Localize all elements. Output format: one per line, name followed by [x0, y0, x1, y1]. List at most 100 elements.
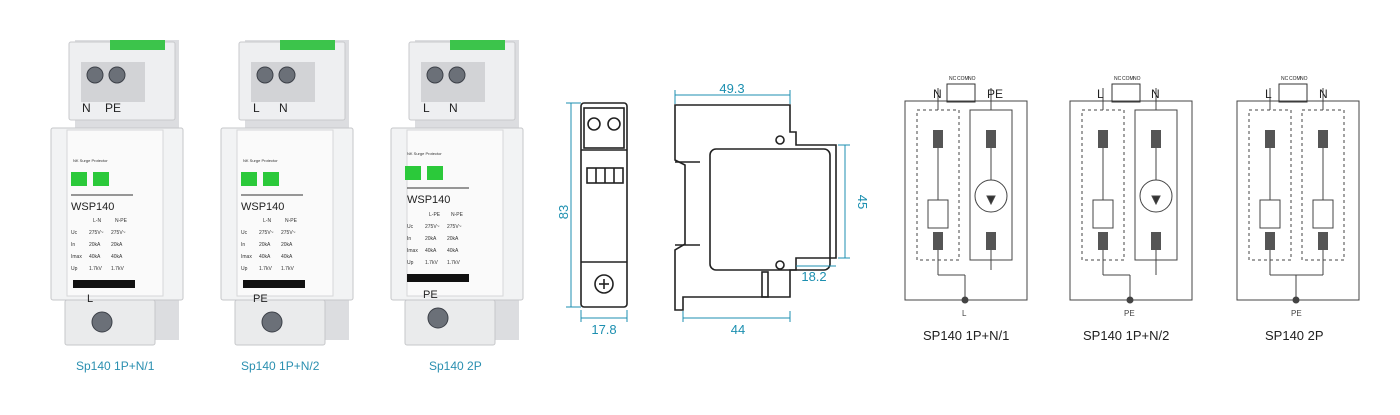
dimension-label: 17.8: [591, 322, 616, 337]
side-view: [674, 104, 837, 311]
terminal-screw-icon: [448, 66, 466, 84]
svg-text:Uc: Uc: [407, 224, 414, 230]
svg-text:275V~: 275V~: [447, 224, 462, 230]
dimension-label: 83: [556, 205, 571, 219]
front-height-dimension: [566, 102, 581, 308]
svg-text:20kA: 20kA: [447, 236, 459, 242]
dimension-label: 18.2: [801, 269, 826, 284]
terminal-label: PE: [1291, 309, 1302, 318]
terminal-screw-icon: [86, 66, 104, 84]
terminal-label: N: [1151, 87, 1160, 101]
product-1: N PE NK Surge Protector WSP140 L-N N-PE …: [45, 0, 195, 355]
device-header: NK Surge Protector: [243, 158, 278, 163]
svg-text:Up: Up: [407, 260, 414, 266]
top-terminal-label: N: [82, 101, 91, 115]
relay-com: COM: [957, 76, 969, 82]
bottom-terminal-label: PE: [423, 289, 438, 301]
svg-text:Imax: Imax: [241, 254, 252, 260]
svg-text:N-PE: N-PE: [451, 212, 464, 218]
status-indicator: [263, 172, 279, 186]
product-caption: Sp140 1P+N/2: [241, 359, 320, 373]
dimension-label: 49.3: [719, 81, 744, 96]
svg-text:In: In: [407, 236, 411, 242]
terminal-label: N: [1319, 87, 1328, 101]
relay-no: NO: [1300, 76, 1308, 82]
terminal-label: L: [962, 309, 967, 318]
wiring-diagrams: NC COM NO N PE L SP140 1P+N/1 NC COM NO …: [904, 76, 1360, 343]
svg-text:275V~: 275V~: [89, 230, 104, 236]
svg-text:20kA: 20kA: [89, 242, 101, 248]
svg-text:In: In: [71, 242, 75, 248]
svg-text:Up: Up: [71, 266, 78, 272]
front-width-dimension: [580, 310, 628, 322]
terminal-screw-icon: [278, 66, 296, 84]
svg-text:1.7kV: 1.7kV: [111, 266, 124, 272]
svg-text:275V~: 275V~: [259, 230, 274, 236]
wiring-diagram-2: [1069, 88, 1193, 304]
front-view: [580, 102, 628, 308]
svg-text:Imax: Imax: [71, 254, 82, 260]
model-label: WSP140: [241, 201, 284, 213]
svg-text:L-PE: L-PE: [429, 212, 441, 218]
svg-text:N-PE: N-PE: [285, 218, 298, 224]
svg-text:N-PE: N-PE: [115, 218, 128, 224]
status-indicator: [405, 166, 421, 180]
svg-text:40kA: 40kA: [281, 254, 293, 260]
svg-text:20kA: 20kA: [111, 242, 123, 248]
svg-text:40kA: 40kA: [89, 254, 101, 260]
status-indicator: [427, 166, 443, 180]
relay-com: COM: [1289, 76, 1301, 82]
product-illustration: L N NK Surge Protector WSP140 L-PE N-PE …: [390, 40, 524, 346]
status-indicator: [241, 172, 257, 186]
relay-com: COM: [1122, 76, 1134, 82]
spec-table: L-PE N-PE Uc 275V~ 275V~ In 20kA 20kA Im…: [407, 212, 464, 266]
relay-box: [1278, 83, 1308, 103]
svg-text:Imax: Imax: [407, 248, 418, 254]
svg-text:40kA: 40kA: [259, 254, 271, 260]
side-right-dimension: [838, 144, 850, 259]
terminal-screw-icon: [261, 311, 283, 333]
top-terminal-label: N: [449, 101, 458, 115]
wiring-diagram-1: [904, 88, 1028, 304]
wiring-caption: SP140 1P+N/1: [923, 328, 1009, 343]
wiring-caption: SP140 1P+N/2: [1083, 328, 1169, 343]
relay-box: [946, 83, 976, 103]
svg-text:275V~: 275V~: [425, 224, 440, 230]
terminal-label: PE: [1124, 309, 1135, 318]
status-indicator: [93, 172, 109, 186]
svg-text:40kA: 40kA: [425, 248, 437, 254]
svg-text:1.7kV: 1.7kV: [281, 266, 294, 272]
wiring-caption: SP140 2P: [1265, 328, 1324, 343]
bottom-terminal-label: PE: [253, 293, 268, 305]
product-2: L N NK Surge Protector WSP140 L-N N-PE U…: [215, 0, 365, 355]
terminal-label: L: [1097, 87, 1104, 101]
dimension-label: 45: [855, 195, 870, 209]
svg-text:Uc: Uc: [241, 230, 248, 236]
svg-text:L-N: L-N: [93, 218, 101, 224]
status-indicator: [71, 172, 87, 186]
relay-no: NO: [968, 76, 976, 82]
svg-text:Up: Up: [241, 266, 248, 272]
device-header: NK Surge Protector: [407, 151, 442, 156]
svg-text:20kA: 20kA: [425, 236, 437, 242]
svg-text:40kA: 40kA: [111, 254, 123, 260]
svg-text:1.7kV: 1.7kV: [447, 260, 460, 266]
dimension-drawing: 83 17.8 49.3 45 18.2 44: [556, 81, 870, 337]
svg-text:Uc: Uc: [71, 230, 78, 236]
relay-box: [1111, 83, 1141, 103]
svg-text:20kA: 20kA: [281, 242, 293, 248]
product-caption: Sp140 1P+N/1: [76, 359, 155, 373]
svg-text:275V~: 275V~: [111, 230, 126, 236]
top-terminal-label: N: [279, 101, 288, 115]
terminal-label: N: [933, 87, 942, 101]
terminal-screw-icon: [91, 311, 113, 333]
wiring-diagram-3: [1236, 88, 1360, 304]
spec-table: L-N N-PE Uc 275V~ 275V~ In 20kA 20kA Ima…: [71, 218, 128, 272]
svg-text:40kA: 40kA: [447, 248, 459, 254]
terminal-screw-icon: [426, 66, 444, 84]
side-top-dimension: [674, 90, 791, 104]
bottom-terminal-label: L: [87, 293, 93, 305]
top-terminal-label: L: [253, 101, 260, 115]
product-illustration: N PE NK Surge Protector WSP140 L-N N-PE …: [50, 40, 184, 346]
top-terminal-label: L: [423, 101, 430, 115]
